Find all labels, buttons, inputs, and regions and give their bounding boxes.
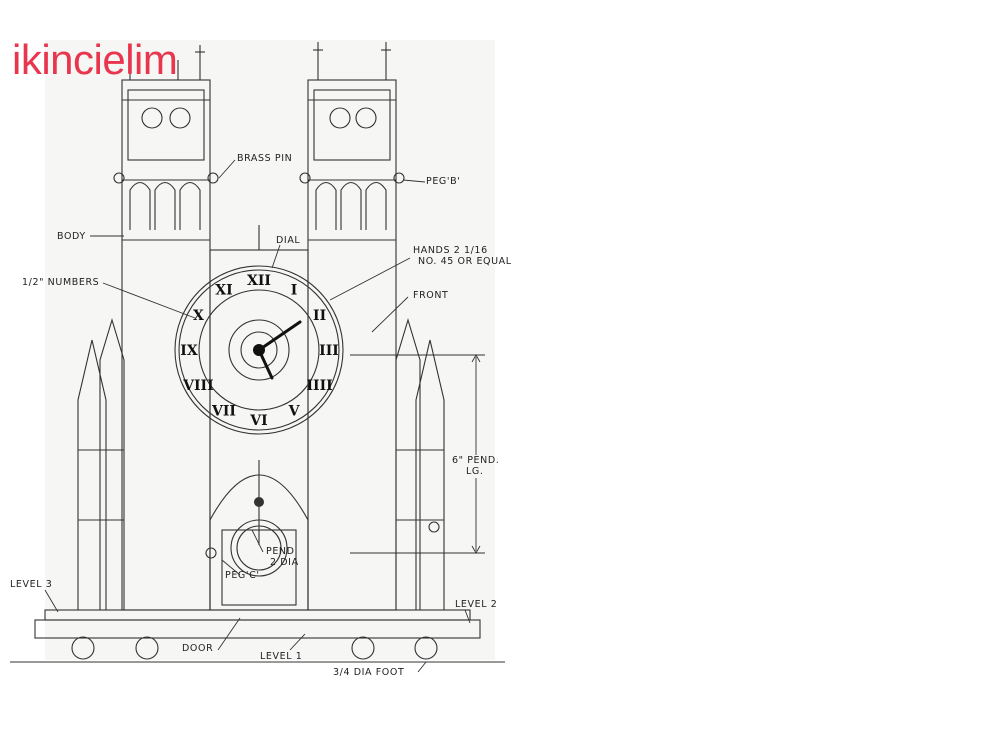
leader-lines <box>44 159 485 673</box>
dial-numeral: VII <box>211 404 236 420</box>
brass-pin-left <box>113 172 125 184</box>
dial-numeral: XI <box>215 282 232 298</box>
label-level-3: LEVEL 3 <box>10 579 53 590</box>
dial-numeral: IIII <box>306 378 332 394</box>
label-pend-length-line1: 6" PEND. <box>452 455 500 466</box>
brass-pin-right <box>207 172 219 184</box>
label-front: FRONT <box>413 290 449 301</box>
label-level-1: LEVEL 1 <box>260 651 303 662</box>
label-foot: 3/4 DIA FOOT <box>333 667 405 678</box>
dial-numeral: I <box>291 282 298 298</box>
label-hands-line2: NO. 45 OR EQUAL <box>418 256 512 267</box>
dial-numeral: III <box>319 343 339 359</box>
dial-numeral: VIII <box>182 378 214 394</box>
pendulum-bob-center <box>254 497 264 507</box>
dial-numeral: V <box>288 404 301 420</box>
peg-b-left <box>299 172 311 184</box>
watermark-text: ikincielim <box>12 36 178 83</box>
label-body: BODY <box>57 231 86 242</box>
label-hands-line1: HANDS 2 1/16 <box>413 245 488 256</box>
dial-numeral: X <box>193 308 204 324</box>
clock-dial <box>174 265 344 435</box>
label-pend-length-line2: LG. <box>466 466 484 477</box>
peg-b-right <box>393 172 405 184</box>
clock-hub <box>253 344 265 356</box>
side-peg <box>428 521 440 533</box>
label-numbers: 1/2" NUMBERS <box>22 277 100 288</box>
label-level-2: LEVEL 2 <box>455 599 498 610</box>
dial-numeral: VI <box>249 413 267 429</box>
label-pend-line1: PEND. <box>266 546 299 557</box>
dial-numeral: XII <box>247 273 271 289</box>
base <box>10 609 505 663</box>
dial-numeral: IX <box>180 343 198 359</box>
label-peg-c: PEG'C' <box>225 570 260 581</box>
label-brass-pin: BRASS PIN <box>237 153 293 164</box>
label-peg-b: PEG'B' <box>426 176 461 187</box>
peg-c <box>205 547 217 559</box>
label-door: DOOR <box>182 643 214 654</box>
label-dial: DIAL <box>276 235 301 246</box>
label-pend-line2: 2 DIA <box>270 557 299 568</box>
dial-numeral: II <box>313 308 326 324</box>
